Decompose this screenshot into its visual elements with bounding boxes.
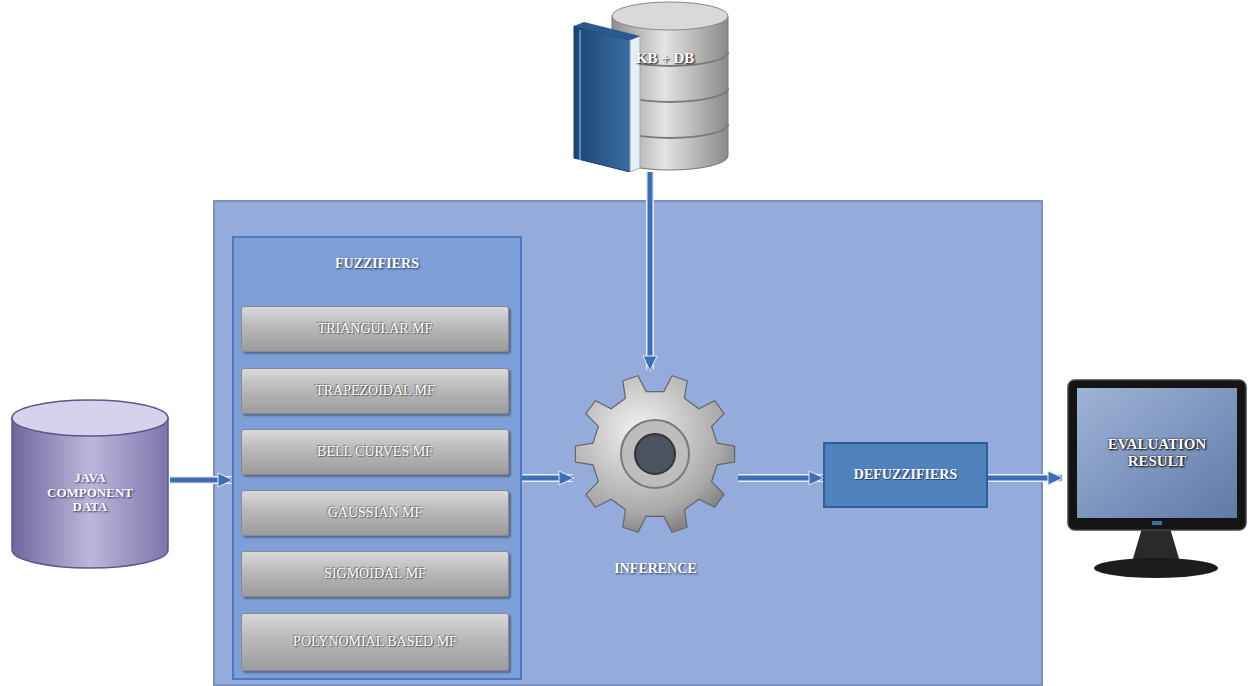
text-area: JAVA COMPONENT DATA — [30, 438, 150, 548]
database-icon-outline — [570, 0, 730, 172]
database-icon: KB + DB — [570, 0, 730, 172]
text-area: INFERENCE — [573, 556, 738, 582]
flow-arrow — [738, 478, 823, 479]
node-label: EVALUATION RESULT — [1087, 436, 1227, 471]
function-label: TRIANGULAR MF — [318, 321, 433, 337]
inference-gear: INFERENCE — [573, 370, 738, 585]
process-box: DEFUZZIFIERS — [823, 442, 988, 508]
arrow-outline — [738, 474, 823, 482]
arrow-line — [522, 476, 573, 481]
node-label: FUZZIFIERS — [335, 256, 419, 272]
data-cylinder: JAVA COMPONENT DATA — [10, 398, 170, 570]
flow-arrow — [522, 478, 573, 479]
arrow-line — [648, 172, 653, 370]
arrow-outline — [170, 476, 232, 484]
node-label: KB + DB — [636, 50, 695, 67]
monitor-icon-outline — [1062, 376, 1250, 581]
text-area: POLYNOMIAL BASED MF — [242, 614, 508, 670]
node-label: DEFUZZIFIERS — [854, 467, 957, 483]
membership-function-box: GAUSSIAN MF — [241, 490, 509, 536]
text-area: TRIANGULAR MF — [242, 307, 508, 351]
node-label: INFERENCE — [614, 561, 696, 577]
function-label: SIGMOIDAL MF — [324, 566, 426, 582]
arrow-outline — [522, 474, 573, 482]
text-area: BELL CURVES MF — [242, 430, 508, 474]
text-area: SIGMOIDAL MF — [242, 552, 508, 596]
membership-function-box: SIGMOIDAL MF — [241, 551, 509, 597]
function-label: GAUSSIAN MF — [328, 505, 423, 521]
arrow-line — [988, 476, 1062, 481]
flow-arrow — [650, 172, 651, 370]
function-label: POLYNOMIAL BASED MF — [293, 634, 457, 650]
function-label: BELL CURVES MF — [317, 444, 433, 460]
node-label: JAVA COMPONENT DATA — [40, 471, 140, 516]
membership-function-box: POLYNOMIAL BASED MF — [241, 613, 509, 671]
text-area: EVALUATION RESULT — [1077, 388, 1237, 518]
inference-gear-outline — [573, 370, 738, 540]
text-area: DEFUZZIFIERS — [825, 444, 986, 506]
function-label: TRAPEZOIDAL MF — [315, 383, 435, 399]
flow-arrow — [170, 480, 232, 481]
arrow-line — [170, 478, 232, 483]
flow-arrow — [988, 478, 1062, 479]
monitor-icon: EVALUATION RESULT — [1062, 376, 1250, 581]
text-area: TRAPEZOIDAL MF — [242, 369, 508, 413]
membership-function-box: TRAPEZOIDAL MF — [241, 368, 509, 414]
text-area: GAUSSIAN MF — [242, 491, 508, 535]
arrow-outline — [646, 172, 654, 370]
fuzzifier-group: FUZZIFIERS TRIANGULAR MF TRAPEZOIDAL MF BEL… — [232, 236, 522, 680]
text-area: KB + DB — [600, 40, 730, 78]
membership-function-box: TRIANGULAR MF — [241, 306, 509, 352]
membership-function-box: BELL CURVES MF — [241, 429, 509, 475]
text-area: FUZZIFIERS — [234, 246, 520, 282]
arrow-outline — [988, 474, 1062, 482]
arrow-line — [738, 476, 823, 481]
